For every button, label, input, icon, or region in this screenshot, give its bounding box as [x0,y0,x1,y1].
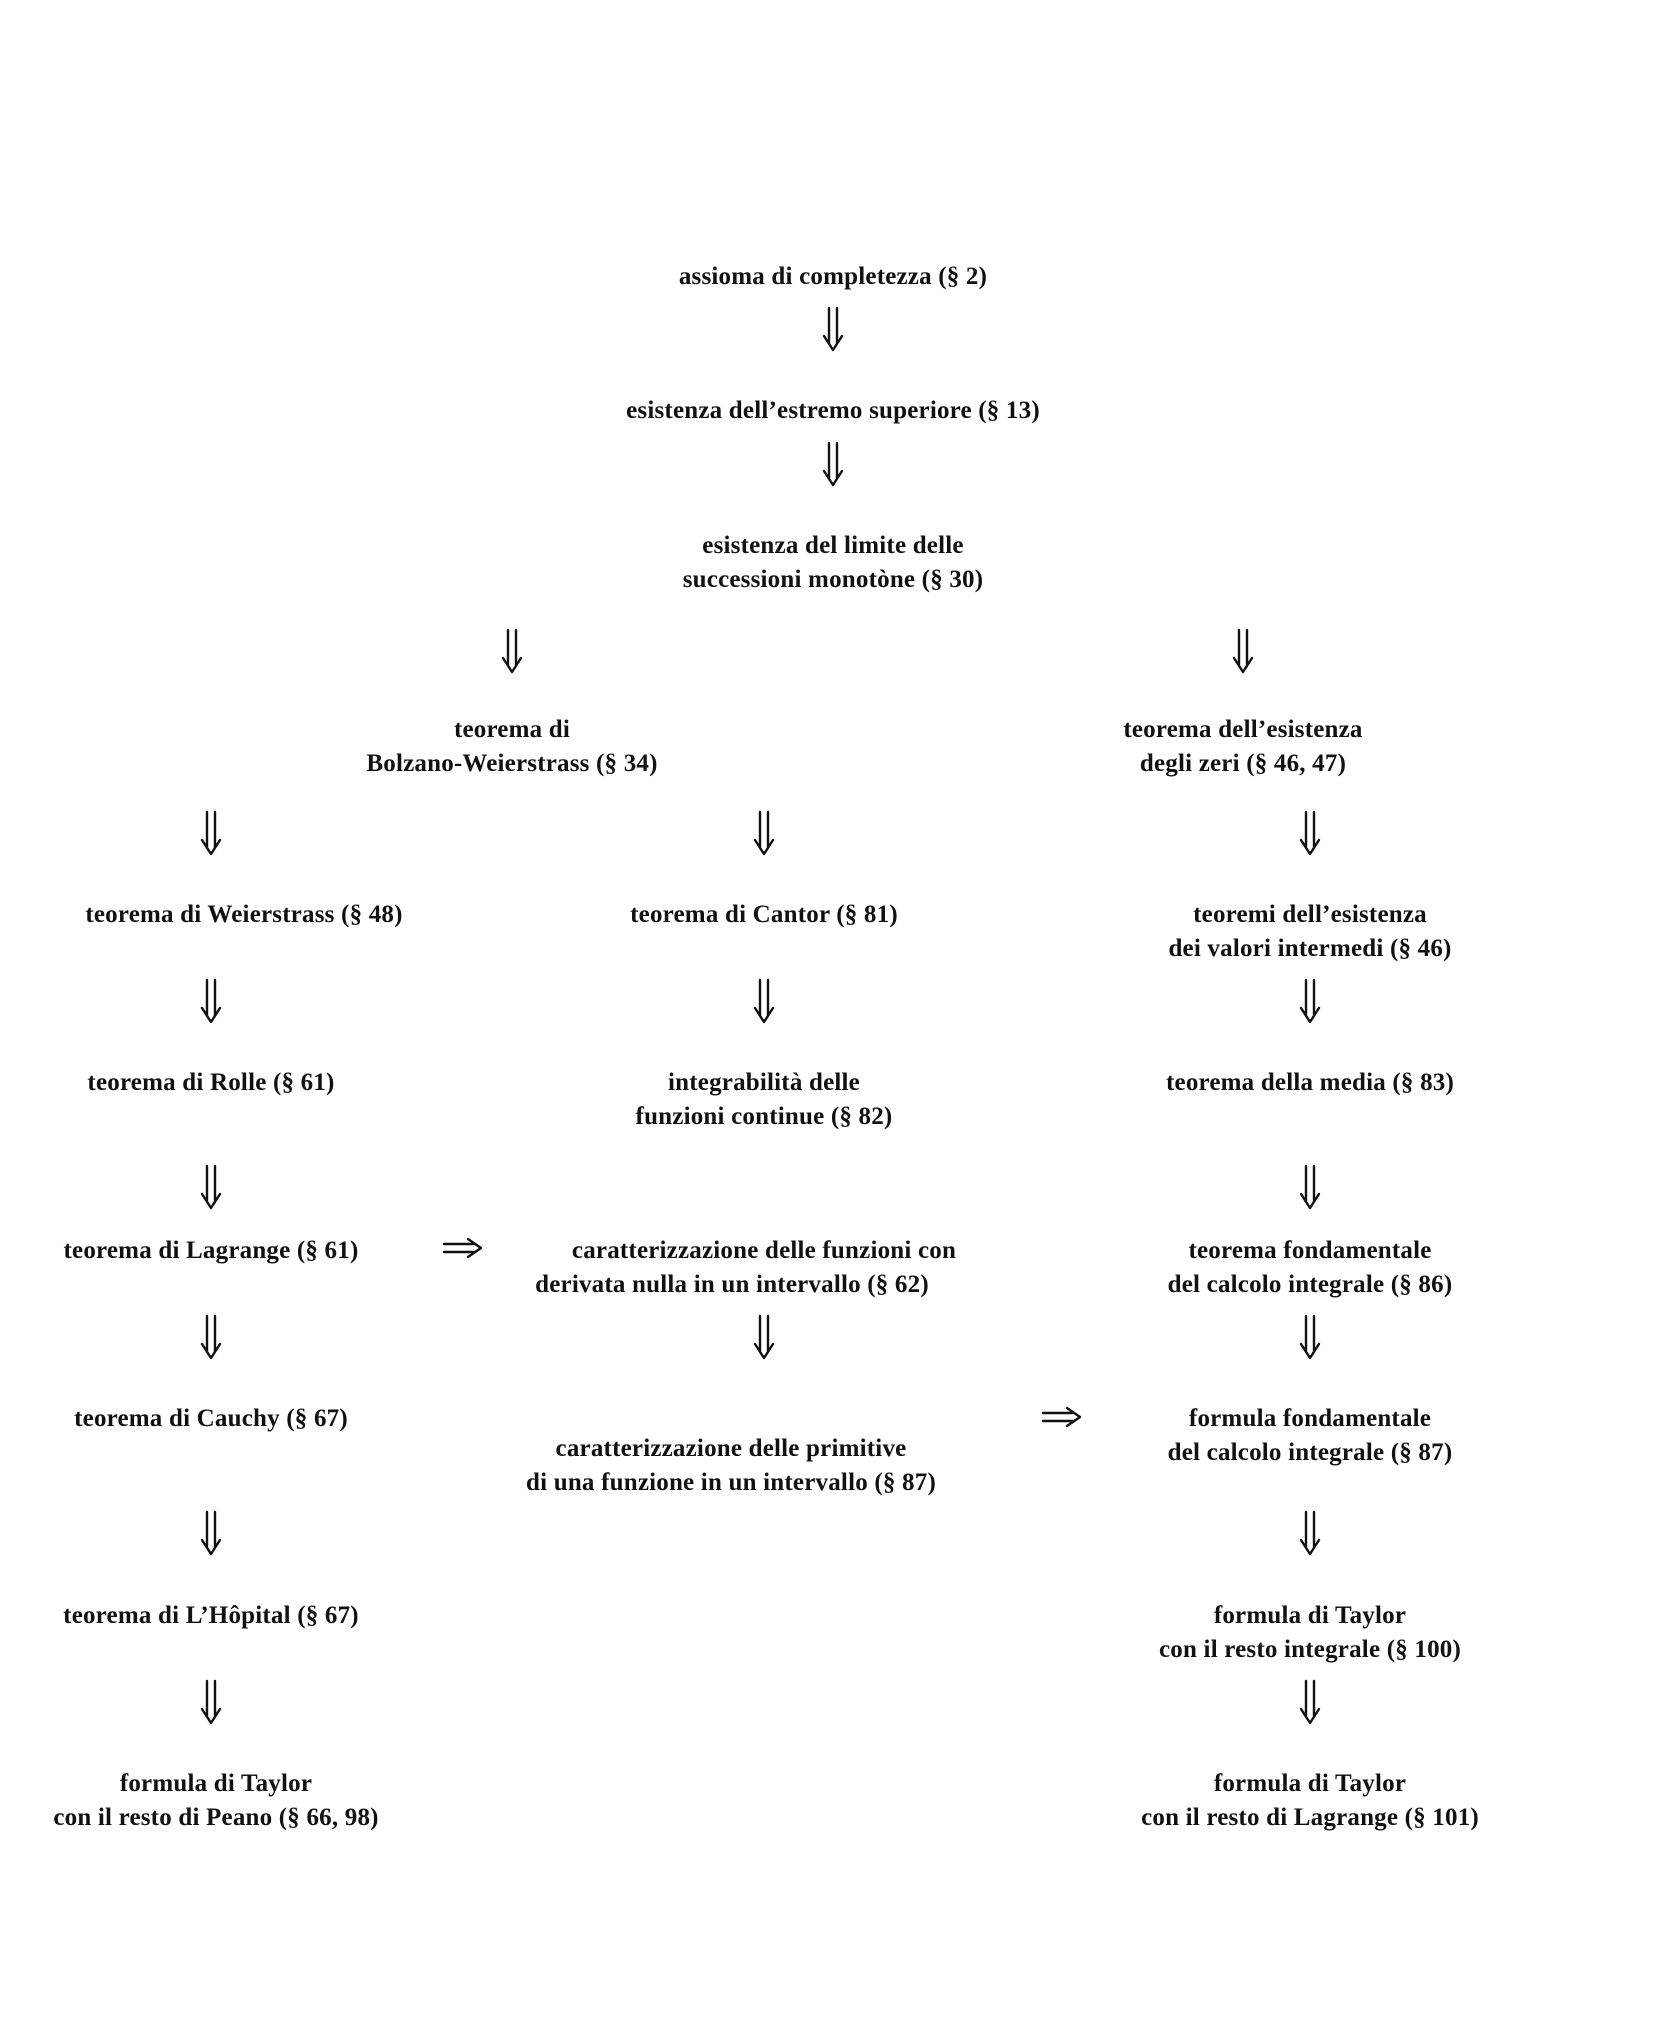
implies-down-arrow-icon [1299,1164,1321,1210]
implies-down-arrow-icon [1299,1314,1321,1360]
implies-down-arrow-icon [753,810,775,856]
node-line: successioni monotòne (§ 30) [682,566,984,593]
node-line: formula di Taylor [1213,1770,1407,1797]
node-line: con il resto di Peano (§ 66, 98) [53,1804,379,1831]
node-teorema-cauchy: teorema di Cauchy (§ 67) [74,1402,348,1436]
node-teorema-cantor: teorema di Cantor (§ 81) [630,898,898,932]
node-teorema-rolle: teorema di Rolle (§ 61) [87,1066,334,1100]
node-formula-fondamentale: formula fondamentale del calcolo integra… [1168,1402,1453,1470]
node-line: formula fondamentale [1188,1405,1432,1432]
node-line: con il resto integrale (§ 100) [1159,1636,1461,1663]
node-line: teorema di Rolle (§ 61) [87,1069,335,1096]
node-assioma-completezza: assioma di completezza (§ 2) [679,260,987,294]
implies-down-arrow-icon [200,810,222,856]
node-esistenza-zeri: teorema dell’esistenza degli zeri (§ 46,… [1123,713,1362,781]
implies-down-arrow-icon [501,628,523,674]
node-line: caratterizzazione delle primitive [555,1435,907,1462]
node-teorema-lagrange: teorema di Lagrange (§ 61) [64,1234,359,1268]
node-line: assioma di completezza (§ 2) [678,263,988,290]
implies-down-arrow-icon [753,1314,775,1360]
implies-right-arrow-icon [1041,1406,1082,1428]
node-line: integrabilità delle [668,1069,860,1096]
node-taylor-resto-integrale: formula di Taylor con il resto integrale… [1159,1599,1461,1667]
node-line: del calcolo integrale (§ 86) [1167,1271,1453,1298]
node-line: esistenza dell’estremo superiore (§ 13) [626,397,1040,424]
implies-down-arrow-icon [200,1679,222,1725]
node-line: di una funzione in un intervallo (§ 87) [526,1469,936,1496]
node-line: teorema di Weierstrass (§ 48) [85,901,403,928]
node-line: teorema fondamentale [1188,1237,1432,1264]
implies-down-arrow-icon [822,441,844,487]
node-line: formula di Taylor [1213,1602,1407,1629]
implies-down-arrow-icon [1299,810,1321,856]
node-line: teorema di [453,716,571,743]
node-primitive: caratterizzazione delle primitive di una… [526,1432,936,1500]
implies-down-arrow-icon [1299,978,1321,1024]
node-line: esistenza del limite delle [702,532,964,559]
node-line: teorema di Cantor (§ 81) [630,901,898,928]
node-line: caratterizzazione delle funzioni con [571,1237,957,1264]
implies-down-arrow-icon [200,978,222,1024]
node-limite-successioni: esistenza del limite delle successioni m… [683,529,984,597]
node-derivata-nulla: caratterizzazione delle funzioni con der… [508,1234,956,1302]
node-line: derivata nulla in un intervallo (§ 62) [535,1271,929,1298]
implies-right-arrow-icon [442,1237,483,1259]
implies-down-arrow-icon [200,1314,222,1360]
node-line: del calcolo integrale (§ 87) [1167,1439,1453,1466]
node-line: teorema di Cauchy (§ 67) [74,1405,348,1432]
node-line: con il resto di Lagrange (§ 101) [1141,1804,1479,1831]
node-line: teorema di L’Hôpital (§ 67) [63,1602,359,1629]
node-integrabilita: integrabilità delle funzioni continue (§… [636,1066,893,1134]
node-line: dei valori intermedi (§ 46) [1168,935,1452,962]
implies-down-arrow-icon [1299,1510,1321,1556]
node-line: teorema dell’esistenza [1123,716,1363,743]
implies-down-arrow-icon [822,306,844,352]
node-taylor-resto-peano: formula di Taylor con il resto di Peano … [53,1767,378,1835]
node-estremo-superiore: esistenza dell’estremo superiore (§ 13) [626,394,1040,428]
node-valori-intermedi: teoremi dell’esistenza dei valori interm… [1168,898,1451,966]
implies-down-arrow-icon [1232,628,1254,674]
node-line: Bolzano-Weierstrass (§ 34) [366,750,658,777]
implies-down-arrow-icon [200,1164,222,1210]
node-teorema-weierstrass: teorema di Weierstrass (§ 48) [85,898,402,932]
node-line: formula di Taylor [119,1770,313,1797]
node-line: funzioni continue (§ 82) [635,1103,893,1130]
node-taylor-resto-lagrange: formula di Taylor con il resto di Lagran… [1141,1767,1479,1835]
node-line: teoremi dell’esistenza [1193,901,1427,928]
node-line: teorema di Lagrange (§ 61) [63,1237,359,1264]
implies-down-arrow-icon [753,978,775,1024]
node-line: degli zeri (§ 46, 47) [1139,750,1347,777]
node-teorema-media: teorema della media (§ 83) [1166,1066,1454,1100]
node-teorema-hopital: teorema di L’Hôpital (§ 67) [63,1599,359,1633]
node-bolzano-weierstrass: teorema di Bolzano-Weierstrass (§ 34) [366,713,657,781]
implies-down-arrow-icon [1299,1679,1321,1725]
node-teorema-fondamentale: teorema fondamentale del calcolo integra… [1168,1234,1453,1302]
implies-down-arrow-icon [200,1510,222,1556]
node-line: teorema della media (§ 83) [1165,1069,1455,1096]
